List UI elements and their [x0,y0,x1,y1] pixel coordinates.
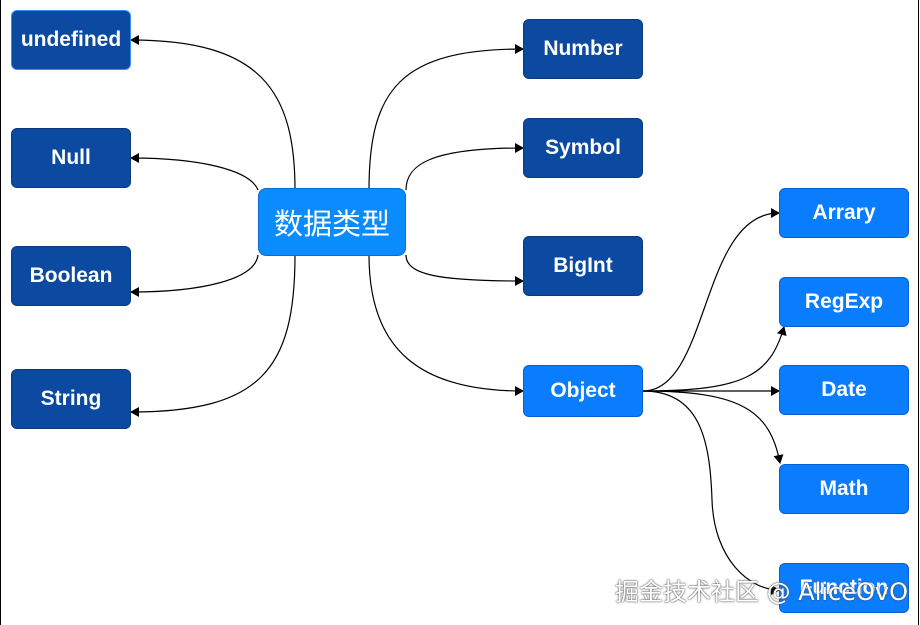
edge-root-undefined [130,35,296,191]
node-function[interactable]: Function [779,563,909,613]
edge-root-string [130,254,296,417]
edge-root-symbol [405,143,524,191]
watermark: 掘金技术社区 @ AliceOvO [615,578,908,606]
node-date[interactable]: Date [779,365,909,415]
node-label: BigInt [553,254,613,277]
node-label: RegExp [804,290,884,313]
edge-root-bigint [405,254,524,286]
node-number[interactable]: Number [523,19,643,79]
node-undefined[interactable]: undefined [11,10,131,70]
edge-object-regexp [642,326,787,392]
edge-root-object [368,254,524,396]
node-math[interactable]: Math [779,464,909,514]
node-array[interactable]: Arrary [779,188,909,238]
edge-root-number [368,44,524,191]
edge-root-boolean [130,254,259,297]
node-label: String [40,387,102,410]
node-label: Symbol [545,136,621,159]
edge-root-null [130,153,259,191]
node-regexp[interactable]: RegExp [779,277,909,327]
node-label: Math [819,477,869,500]
node-symbol[interactable]: Symbol [523,118,643,178]
node-label: Date [821,378,867,401]
edge-object-math [642,390,784,464]
root-node-data-types[interactable]: 数据类型 [258,188,406,256]
root-node-label: 数据类型 [273,209,390,241]
node-label: Object [550,379,616,402]
right-border [918,0,919,625]
node-string[interactable]: String [11,369,131,429]
node-bigint[interactable]: BigInt [523,236,643,296]
node-label: Arrary [812,201,876,224]
node-label: Function [799,576,889,599]
node-label: Boolean [29,264,113,287]
edge-object-array [642,208,780,392]
left-border [0,0,1,625]
node-label: Number [543,37,623,60]
node-null[interactable]: Null [11,128,131,188]
edge-object-function [642,390,780,595]
node-label: undefined [20,28,122,51]
node-object[interactable]: Object [523,365,643,417]
node-label: Null [51,146,91,169]
node-boolean[interactable]: Boolean [11,246,131,306]
